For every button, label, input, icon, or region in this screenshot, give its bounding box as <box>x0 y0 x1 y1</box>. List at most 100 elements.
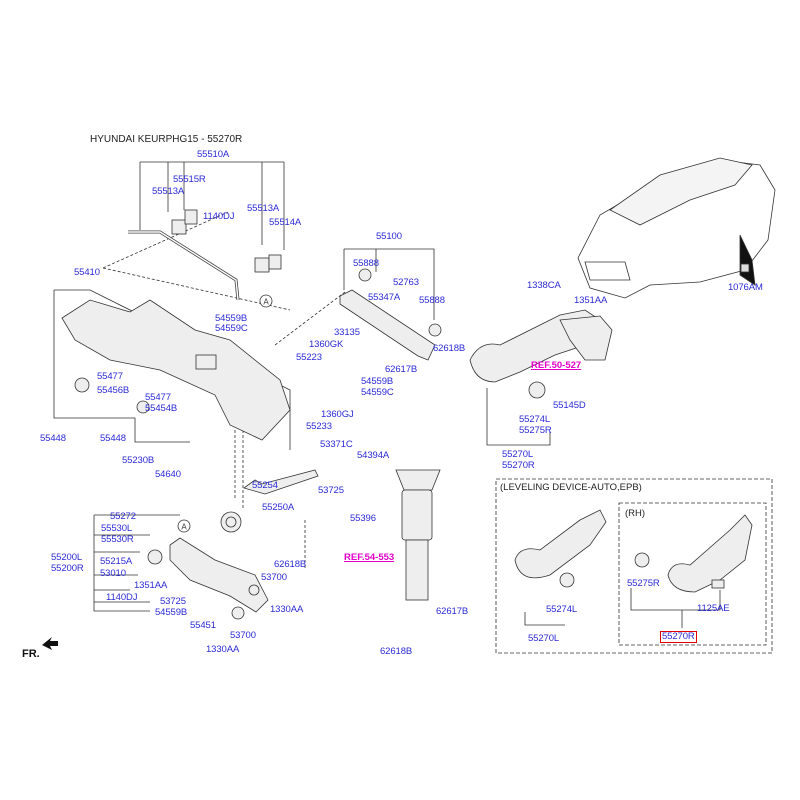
part-label[interactable]: 54559B <box>215 313 248 324</box>
part-label[interactable]: 1360GK <box>309 339 344 350</box>
leader-55270 <box>486 388 551 446</box>
shock-body <box>405 539 429 601</box>
shock-mount <box>395 469 441 491</box>
part-label[interactable]: 55200R <box>51 563 84 574</box>
part-label[interactable]: 62618B <box>274 559 307 570</box>
part-label[interactable]: 55274L <box>519 414 551 425</box>
part-label[interactable]: 1140DJ <box>203 211 235 222</box>
part-label[interactable]: 54559C <box>361 387 394 398</box>
part-label[interactable]: 55233 <box>306 421 332 432</box>
part-label[interactable]: 55477 <box>97 371 123 382</box>
part-label[interactable]: 55513A <box>152 186 185 197</box>
part-label[interactable]: 55272 <box>110 511 136 522</box>
leveling-box <box>495 478 773 654</box>
highlighted-part-55270r[interactable]: 55270R <box>660 631 697 643</box>
part-label[interactable]: 55270L <box>528 633 560 644</box>
part-label[interactable]: 55223 <box>296 352 322 363</box>
part-label[interactable]: 55275R <box>519 425 552 436</box>
part-label[interactable]: 55454B <box>145 403 178 414</box>
part-label[interactable]: 55250A <box>262 502 295 513</box>
part-label[interactable]: 55515R <box>173 174 206 185</box>
part-label[interactable]: 55530L <box>101 523 133 534</box>
trailing-arm-leveling-lh <box>514 509 607 579</box>
part-label[interactable]: 53700 <box>261 572 287 583</box>
part-label[interactable]: 55200L <box>51 552 83 563</box>
callout-a-bottom-text: A <box>181 523 187 532</box>
lower-arm <box>169 537 269 613</box>
part-label[interactable]: 54640 <box>155 469 181 480</box>
part-label[interactable]: 62617B <box>436 606 469 617</box>
part-label[interactable]: 55254 <box>252 480 278 491</box>
part-label[interactable]: 55888 <box>353 258 379 269</box>
part-label[interactable]: 55100 <box>376 231 402 242</box>
part-label[interactable]: 1330AA <box>206 644 240 655</box>
part-label[interactable]: 54559B <box>361 376 394 387</box>
part-label[interactable]: 62617B <box>385 364 418 375</box>
part-label[interactable]: 1338CA <box>527 280 561 291</box>
leader-rh <box>630 588 721 628</box>
leveling-box-title: (LEVELING DEVICE-AUTO,EPB) <box>500 482 642 493</box>
part-label[interactable]: 1351AA <box>574 295 608 306</box>
part-label[interactable]: 55270L <box>502 449 534 460</box>
ref-50-527-link[interactable]: REF.50-527 <box>531 360 582 371</box>
link-55254 <box>243 469 319 495</box>
leader-55200 <box>93 514 180 612</box>
rh-box-title: (RH) <box>625 508 646 519</box>
part-label[interactable]: 53725 <box>160 596 186 607</box>
part-label[interactable]: 62618B <box>380 646 413 657</box>
part-label[interactable]: 55410 <box>74 267 100 278</box>
part-label[interactable]: 55456B <box>97 385 130 396</box>
part-label[interactable]: 62618B <box>433 343 466 354</box>
ref-54-553-link[interactable]: REF.54-553 <box>344 552 395 563</box>
part-label[interactable]: 55448 <box>40 433 66 444</box>
part-label[interactable]: 55274L <box>546 604 578 615</box>
part-label[interactable]: 53010 <box>100 568 126 579</box>
part-label[interactable]: 52763 <box>393 277 419 288</box>
rh-box <box>618 502 767 646</box>
stabilizer-bar <box>128 230 240 301</box>
part-label[interactable]: 55230B <box>122 455 155 466</box>
part-label[interactable]: 1360GJ <box>321 409 354 420</box>
part-label[interactable]: 1140DJ <box>106 592 138 603</box>
part-label[interactable]: 53371C <box>320 439 353 450</box>
part-label[interactable]: 55513A <box>247 203 280 214</box>
diagram-title: HYUNDAI KEURPHG15 - 55270R <box>90 134 243 145</box>
front-label: FR. <box>22 648 40 660</box>
part-label[interactable]: 55275R <box>627 578 660 589</box>
front-arrow-icon <box>42 637 58 650</box>
part-label[interactable]: 55530R <box>101 534 134 545</box>
leader-55100 <box>343 248 435 320</box>
part-label[interactable]: 1076AM <box>728 282 763 293</box>
part-label[interactable]: 53725 <box>318 485 344 496</box>
knuckle <box>559 315 613 361</box>
part-label[interactable]: 55888 <box>419 295 445 306</box>
part-label[interactable]: 55448 <box>100 433 126 444</box>
leader-55510a <box>139 161 285 250</box>
shock-spring-cover <box>401 489 433 541</box>
part-label[interactable]: 33135 <box>334 327 360 338</box>
part-label[interactable]: 55347A <box>368 292 401 303</box>
car-illustration <box>577 157 776 299</box>
part-label[interactable]: 55514A <box>269 217 302 228</box>
part-label[interactable]: 55145D <box>553 400 586 411</box>
part-label[interactable]: 53700 <box>230 630 256 641</box>
trailing-arm-leveling-rh <box>667 514 753 593</box>
part-label[interactable]: 1351AA <box>134 580 168 591</box>
part-label[interactable]: 55477 <box>145 392 171 403</box>
part-label[interactable]: 55451 <box>190 620 216 631</box>
part-label[interactable]: 54394A <box>357 450 390 461</box>
callout-a-top <box>259 294 273 308</box>
part-label[interactable]: 1125AE <box>697 603 730 614</box>
part-label[interactable]: 55270R <box>502 460 535 471</box>
part-label[interactable]: 55215A <box>100 556 133 567</box>
part-label[interactable]: 1330AA <box>270 604 304 615</box>
upper-arm <box>339 289 436 361</box>
part-label[interactable]: 55396 <box>350 513 376 524</box>
part-label[interactable]: 54559B <box>155 607 188 618</box>
callout-a-bottom <box>177 519 191 533</box>
callout-a-top-text: A <box>263 298 269 307</box>
part-label[interactable]: 54559C <box>215 323 248 334</box>
part-label[interactable]: 55510A <box>197 149 230 160</box>
leader-lh <box>524 612 565 626</box>
